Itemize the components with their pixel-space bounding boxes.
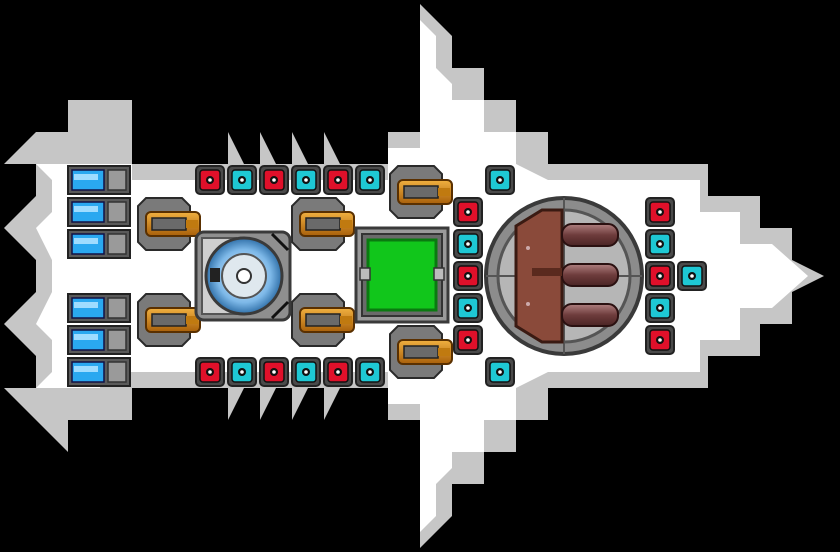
red-armor-block-icon[interactable] [323,165,353,195]
cyan-armor-block-icon[interactable] [645,229,675,259]
engine-thruster-icon[interactable] [67,293,131,323]
red-armor-block-icon[interactable] [259,357,289,387]
cyan-armor-block-icon[interactable] [291,165,321,195]
engine-thruster-icon[interactable] [67,197,131,227]
red-armor-block-icon[interactable] [453,197,483,227]
fins-top [228,132,340,164]
engine-thruster-icon[interactable] [67,229,131,259]
cyan-armor-block-icon[interactable] [291,357,321,387]
module-grid [195,165,707,387]
turret-group [137,165,453,379]
engine-thruster-icon[interactable] [67,357,131,387]
gun-turret-icon[interactable] [291,293,355,347]
gun-turret-icon[interactable] [389,325,453,379]
cyan-armor-block-icon[interactable] [453,229,483,259]
red-armor-block-icon[interactable] [453,325,483,355]
cyan-armor-block-icon[interactable] [485,357,515,387]
gun-turret-icon[interactable] [291,197,355,251]
gun-turret-icon[interactable] [137,293,201,347]
engine-bank [67,165,131,387]
red-armor-block-icon[interactable] [453,261,483,291]
cyan-armor-block-icon[interactable] [355,165,385,195]
red-armor-block-icon[interactable] [323,357,353,387]
red-armor-block-icon[interactable] [645,261,675,291]
shield-generator-icon[interactable] [194,230,292,322]
red-armor-block-icon[interactable] [645,325,675,355]
red-armor-block-icon[interactable] [195,357,225,387]
cyan-armor-block-icon[interactable] [485,165,515,195]
gun-turret-icon[interactable] [389,165,453,219]
cyan-armor-block-icon[interactable] [355,357,385,387]
engine-thruster-icon[interactable] [67,165,131,195]
cyan-armor-block-icon[interactable] [227,357,257,387]
fins-bottom [228,388,340,420]
red-armor-block-icon[interactable] [195,165,225,195]
red-armor-block-icon[interactable] [645,197,675,227]
cyan-armor-block-icon[interactable] [227,165,257,195]
red-armor-block-icon[interactable] [259,165,289,195]
cyan-armor-block-icon[interactable] [677,261,707,291]
gun-turret-icon[interactable] [137,197,201,251]
reactor-core-icon[interactable] [354,226,450,324]
cyan-armor-block-icon[interactable] [453,293,483,323]
engine-thruster-icon[interactable] [67,325,131,355]
cyan-armor-block-icon[interactable] [645,293,675,323]
triple-cannon-icon[interactable] [484,196,644,356]
